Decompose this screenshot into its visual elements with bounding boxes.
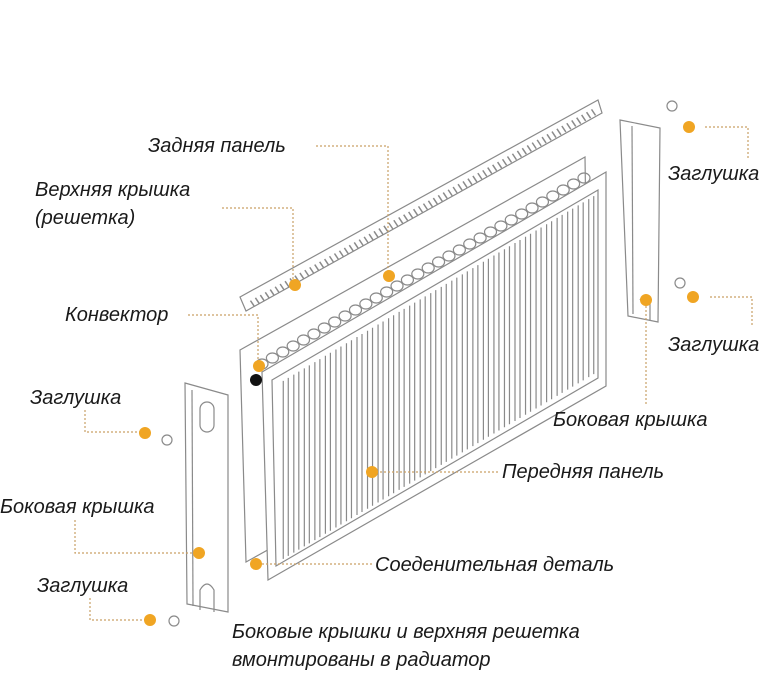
label-back-panel: Задняя панель	[148, 135, 286, 157]
label-convector: Конвектор	[65, 304, 169, 326]
leader-lines	[74, 126, 753, 621]
side-cover-right-shape	[619, 119, 661, 323]
label-side-cover-left: Боковая крышка	[0, 496, 155, 518]
front-panel-fins	[282, 196, 595, 559]
label-front-panel: Передняя панель	[502, 461, 665, 483]
label-plug-left-bottom: Заглушка	[37, 575, 129, 597]
note-line-1: Боковые крышки и верхняя решетка	[232, 621, 580, 643]
front-panel-shape	[261, 170, 607, 582]
marker-dots	[139, 121, 699, 626]
label-side-cover-right: Боковая крышка	[553, 409, 708, 431]
convector-shape	[255, 172, 591, 370]
label-plug-right-top: Заглушка	[668, 163, 760, 185]
side-cover-left-shape	[184, 382, 229, 613]
label-connector: Соеденительная деталь	[375, 554, 615, 576]
note-line-2: вмонтированы в радиатор	[232, 649, 491, 671]
plug-icons	[161, 100, 686, 627]
label-plug-left-top: Заглушка	[30, 387, 122, 409]
valve-icon	[250, 374, 262, 386]
label-top-cover-grille: (решетка)	[35, 207, 136, 229]
label-top-cover: Верхняя крышка	[35, 179, 191, 201]
label-plug-right-bottom: Заглушка	[668, 334, 760, 356]
